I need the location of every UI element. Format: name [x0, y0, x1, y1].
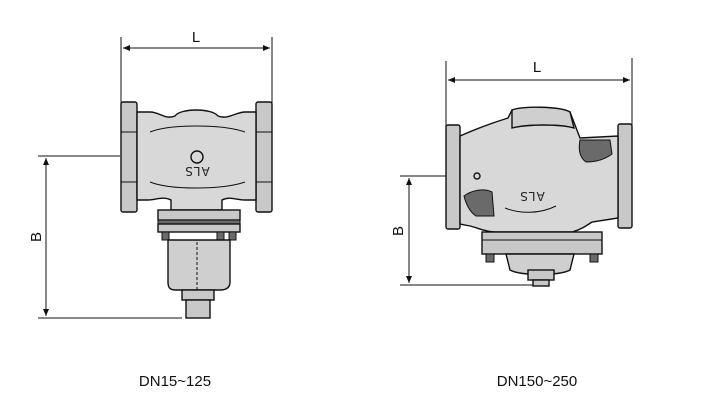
left-caption: DN15~125	[139, 373, 211, 390]
right-height-dimension: B	[390, 175, 548, 286]
right-valve-body: ALS	[445, 106, 633, 287]
right-valve-marking: ALS	[519, 189, 545, 203]
left-valve-body: ALS	[120, 101, 273, 319]
left-height-label: B	[28, 232, 45, 242]
left-height-dimension: B	[28, 155, 182, 319]
right-length-label: L	[533, 59, 541, 76]
right-caption: DN150~250	[497, 373, 577, 390]
left-valve-marking: ALS	[184, 164, 210, 178]
left-length-label: L	[192, 29, 200, 46]
right-length-dimension: L	[445, 58, 633, 130]
left-length-dimension: L	[120, 29, 273, 106]
left-valve-figure: L B ALS	[28, 29, 273, 390]
right-height-label: B	[390, 226, 407, 236]
right-valve-figure: L B ALS	[390, 58, 633, 390]
